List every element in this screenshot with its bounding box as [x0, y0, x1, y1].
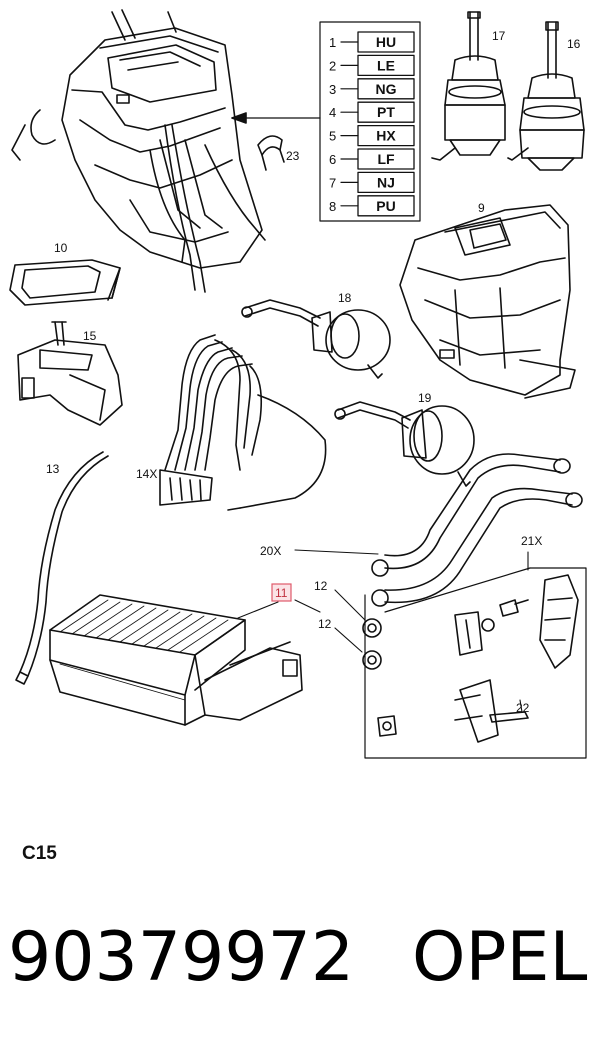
option-code-box-2 — [357, 54, 415, 77]
housing-half-9 — [399, 204, 576, 399]
option-code-8: PU — [376, 198, 395, 214]
callout-9: 9 — [478, 201, 485, 215]
clamp-kit-21x — [364, 567, 587, 759]
option-index-7: 7 — [329, 175, 336, 190]
callout-10: 10 — [54, 241, 68, 255]
vacuum-actuator-17 — [431, 11, 506, 161]
o-rings-12 — [362, 618, 382, 670]
option-code-6: LF — [377, 151, 395, 167]
seal-frame-10 — [9, 259, 121, 306]
wiring-harness-14x — [159, 334, 327, 511]
vacuum-actuator-18 — [241, 299, 391, 379]
option-index-5: 5 — [329, 129, 336, 144]
option-code-box-6 — [357, 148, 415, 170]
option-index-3: 3 — [329, 82, 336, 97]
hose-13 — [15, 451, 109, 685]
callout-11: 11 — [275, 586, 288, 600]
option-index-6: 6 — [329, 152, 336, 167]
option-code-box-1 — [357, 31, 415, 53]
option-code-4: PT — [377, 104, 395, 120]
option-code-3: NG — [376, 81, 397, 97]
callout-16: 16 — [567, 37, 581, 51]
callout-23: 23 — [286, 149, 300, 163]
bracket-15 — [17, 321, 123, 426]
option-code-1: HU — [376, 34, 396, 50]
callout-19: 19 — [418, 391, 432, 405]
callout-12a: 12 — [314, 579, 328, 593]
callout-15: 15 — [83, 329, 97, 343]
option-index-1: 1 — [329, 35, 336, 50]
part-number: 90379972 — [8, 918, 355, 997]
option-code-box-3 — [357, 78, 415, 100]
callout-21x: 21X — [521, 534, 542, 548]
option-code-table: 1 HU 2 LE 3 NG 4 PT 5 HX 6 LF 7 NJ 8 PU — [231, 21, 421, 222]
clip-23 — [257, 135, 285, 171]
option-code-box-8 — [357, 195, 415, 217]
option-code-2: LE — [377, 57, 395, 73]
option-code-7: NJ — [377, 174, 395, 190]
callout-12b: 12 — [318, 617, 332, 631]
exploded-parts-diagram: 1 HU 2 LE 3 NG 4 PT 5 HX 6 LF 7 NJ 8 PU — [9, 9, 587, 759]
leader-lines — [237, 549, 529, 713]
option-index-4: 4 — [329, 105, 336, 120]
option-index-2: 2 — [329, 58, 336, 73]
heater-core-11 — [49, 594, 303, 726]
option-code-box-7 — [357, 171, 415, 194]
heater-housing-assembly — [11, 9, 266, 293]
callout-13: 13 — [46, 462, 60, 476]
section-code: C15 — [22, 843, 57, 864]
callout-14x: 14X — [136, 467, 157, 481]
callout-labels: 9 10 11 12 12 13 14X 15 16 17 18 19 20X … — [46, 29, 581, 715]
callout-17: 17 — [492, 29, 506, 43]
callout-18: 18 — [338, 291, 352, 305]
option-index-8: 8 — [329, 199, 336, 214]
brand-name: OPEL — [412, 918, 588, 997]
vacuum-actuator-16 — [507, 21, 585, 171]
callout-22: 22 — [516, 701, 530, 715]
vacuum-actuator-19 — [334, 401, 475, 487]
callout-20x: 20X — [260, 544, 281, 558]
option-code-box-5 — [357, 124, 415, 147]
pipes-20x — [371, 453, 583, 607]
option-code-5: HX — [376, 128, 396, 144]
highlight-box-11 — [271, 583, 292, 602]
option-code-box-4 — [357, 101, 415, 123]
